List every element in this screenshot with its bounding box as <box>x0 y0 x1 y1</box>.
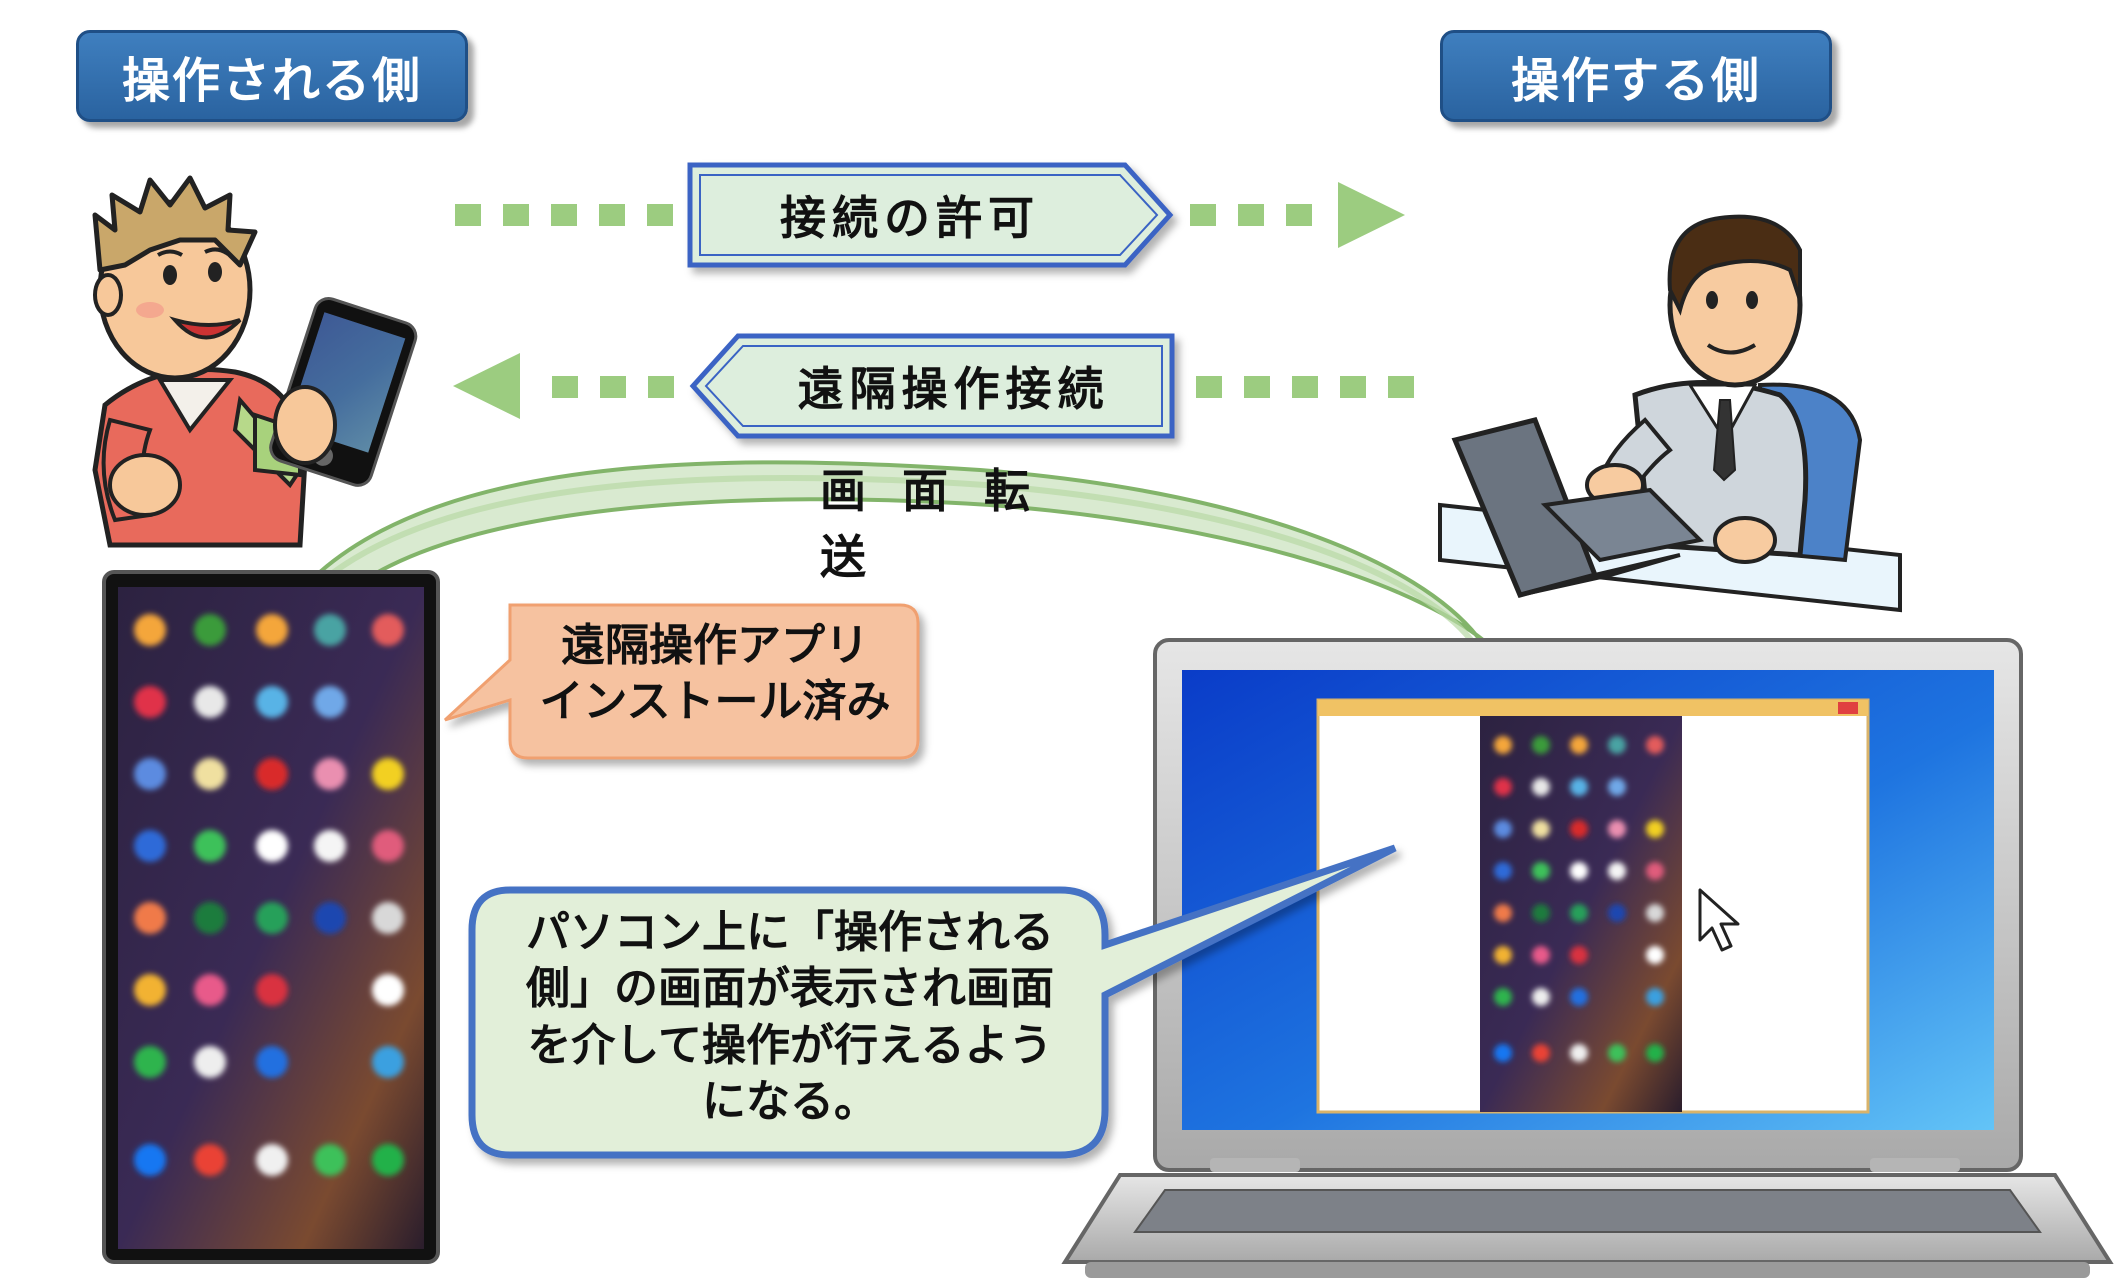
controlling-side-text: 操作する側 <box>1510 53 1761 109</box>
screen-transfer-label: 画 面 転 送 <box>820 464 1041 584</box>
permission-arrow <box>455 162 1405 268</box>
controlled-side-text: 操作される側 <box>121 53 422 109</box>
description-line-2: 側」の画面が表示され画面 <box>526 963 1054 1015</box>
man-holding-smartphone-icon <box>92 175 418 548</box>
controlled-side-label: 操作される側 <box>76 30 468 122</box>
man-at-laptop-icon <box>1438 214 1902 613</box>
app-installed-text: 遠隔操作アプリ インストール済み <box>520 618 910 731</box>
description-callout <box>468 844 1397 1159</box>
permission-label: 接続の許可 <box>780 191 1040 245</box>
app-icons-grid <box>134 614 404 1176</box>
remote-connection-arrow <box>453 333 1414 439</box>
laptop-icon <box>1061 638 2114 1278</box>
mouse-cursor-icon <box>1698 888 1740 952</box>
smartphone-screen <box>102 570 440 1264</box>
app-installed-line-2: インストール済み <box>539 676 891 728</box>
description-text: パソコン上に「操作される 側」の画面が表示され画面 を介して操作が行えるよう に… <box>485 905 1095 1130</box>
app-installed-callout <box>443 603 920 760</box>
description-line-3: を介して操作が行えるよう <box>527 1019 1053 1071</box>
remote-connection-label: 遠隔操作接続 <box>797 362 1110 416</box>
app-installed-line-1: 遠隔操作アプリ <box>561 620 869 671</box>
controlling-side-label: 操作する側 <box>1440 30 1832 122</box>
description-line-1: パソコン上に「操作される <box>526 907 1054 958</box>
description-line-4: になる。 <box>702 1075 878 1127</box>
